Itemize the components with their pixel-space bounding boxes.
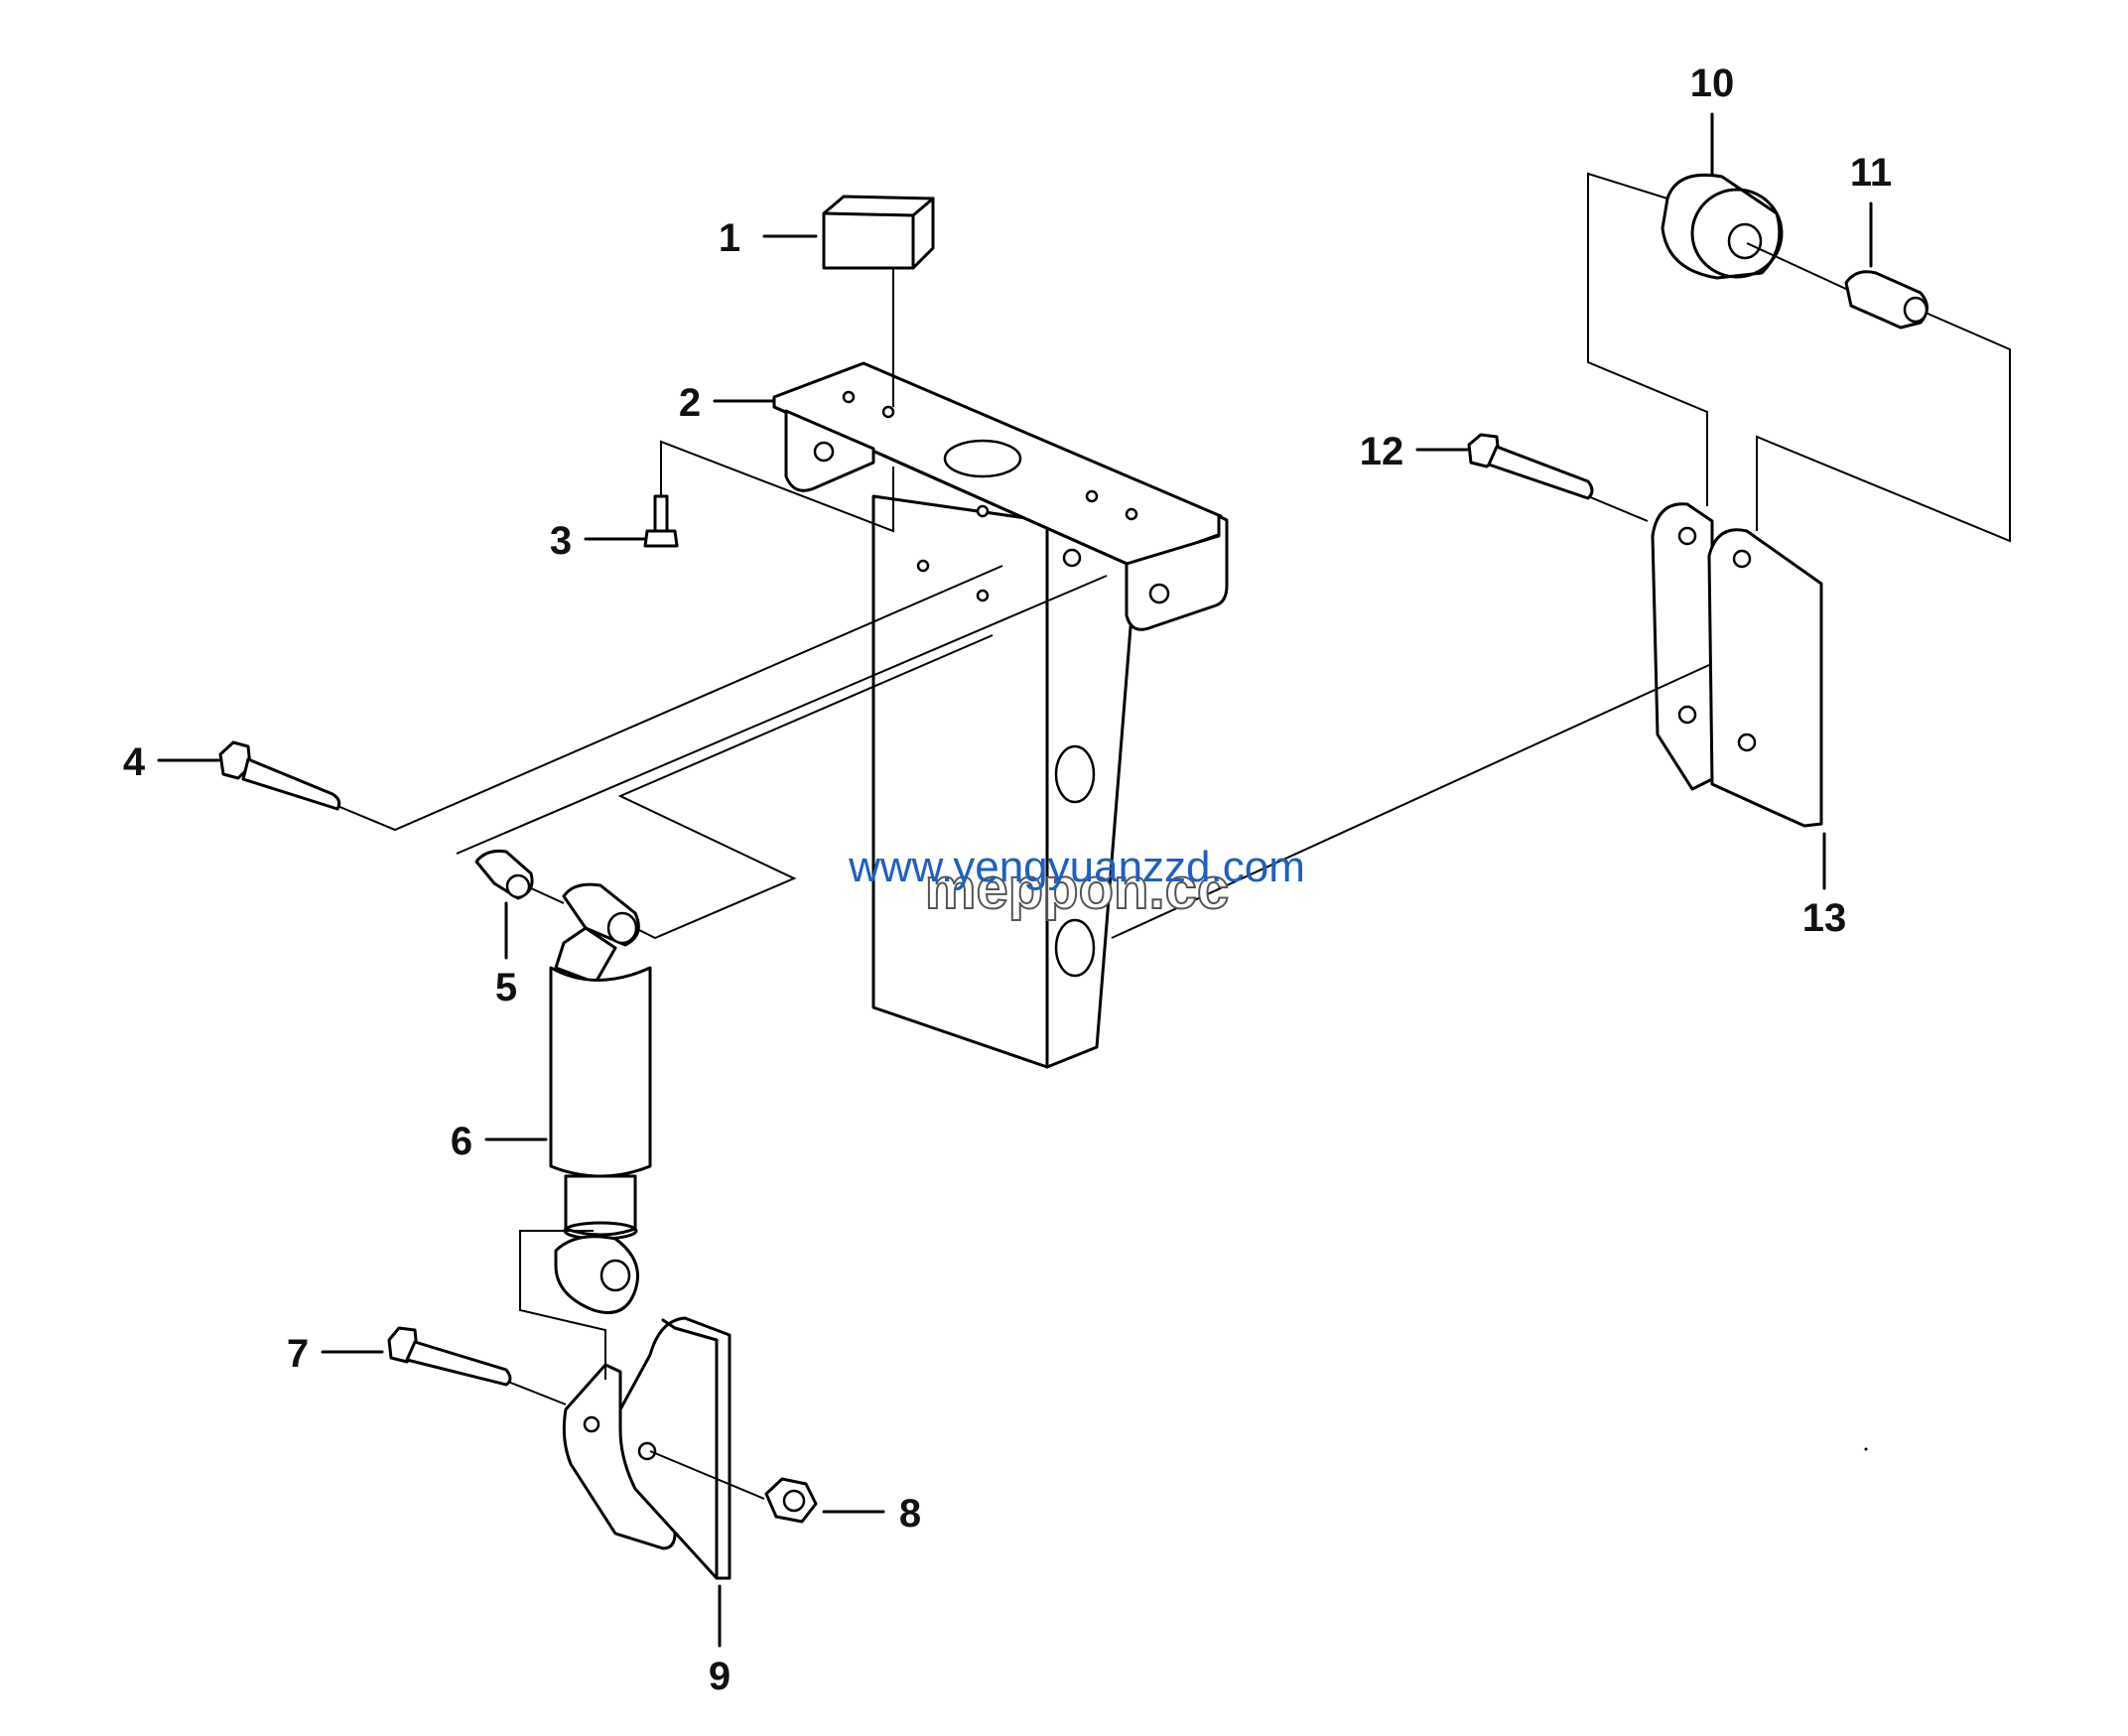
callout-4: 4 [123, 740, 146, 784]
part-7-bolt [387, 1326, 567, 1405]
callout-5: 5 [495, 966, 517, 1009]
part-6-shock-absorber [549, 634, 994, 1314]
callout-12: 12 [1360, 430, 1404, 473]
part-13-side-bracket [1111, 502, 1823, 939]
part-10-large-bushing [1587, 172, 1862, 506]
part-1-block [822, 195, 935, 407]
watermark: meppon.cc www.yengyuanzzd.com [848, 843, 1305, 922]
callout-1: 1 [719, 216, 740, 260]
part-4-bolt [218, 565, 1003, 832]
stray-dot [1864, 1447, 1868, 1451]
part-12-bolt [1467, 433, 1649, 522]
callout-13: 13 [1802, 896, 1847, 940]
callout-6: 6 [451, 1120, 472, 1163]
part-2-main-bracket [772, 361, 1229, 1069]
callout-11: 11 [1850, 151, 1892, 195]
callout-2: 2 [679, 381, 701, 425]
callout-labels: 1 2 3 4 5 6 7 8 9 10 11 12 13 [123, 62, 1892, 1698]
callout-8: 8 [899, 1492, 921, 1536]
leader-lines [157, 112, 1873, 1648]
part-11-small-bushing [1756, 270, 2011, 543]
watermark-brand: meppon.cc [925, 857, 1229, 921]
callout-10: 10 [1690, 62, 1735, 105]
callout-7: 7 [287, 1332, 309, 1376]
part-8-nut [764, 1477, 818, 1524]
part-5-bushing [456, 575, 1108, 904]
watermark-url: www.yengyuanzzd.com [848, 843, 1305, 891]
callout-9: 9 [709, 1655, 731, 1698]
part-9-lower-bracket [519, 1230, 765, 1580]
callout-3: 3 [550, 519, 572, 563]
part-3-screw [643, 440, 894, 548]
